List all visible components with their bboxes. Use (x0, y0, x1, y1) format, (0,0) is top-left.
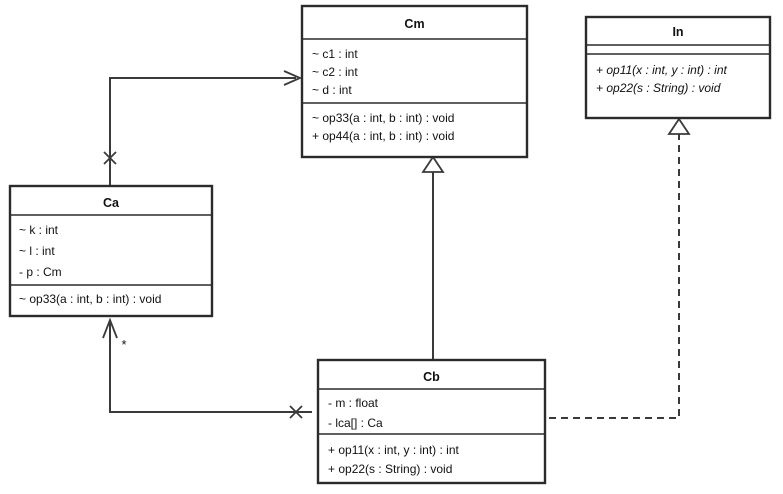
class-box-cm[interactable]: Cm ~ c1 : int ~ c2 : int ~ d : int ~ op3… (300, 4, 529, 159)
open-arrowhead-icon (283, 70, 303, 86)
non-navigable-x-icon (289, 405, 303, 419)
class-name-cm: Cm (404, 17, 424, 31)
class-frame (316, 358, 547, 485)
realization-line-cb-in (549, 133, 680, 419)
class-frame (300, 4, 529, 159)
class-frame (8, 184, 214, 318)
attribute-row: - lca[] : Ca (328, 416, 383, 430)
hollow-triangle-arrowhead-icon (667, 117, 691, 135)
attribute-row: ~ c1 : int (312, 47, 358, 61)
operation-row: ~ op33(a : int, b : int) : void (19, 292, 161, 306)
class-box-cb[interactable]: Cb - m : float - lca[] : Ca + op11(x : i… (316, 358, 547, 485)
association-line-ca-cm (109, 77, 296, 186)
open-arrowhead-icon (102, 317, 118, 339)
relationship-ca-to-cm[interactable] (103, 70, 303, 186)
relationship-cb-to-cm[interactable] (421, 155, 445, 360)
attribute-row: ~ l : int (19, 244, 55, 258)
class-name-ca: Ca (103, 196, 120, 210)
operation-row: + op11(x : int, y : int) : int (596, 63, 728, 77)
multiplicity-label: * (121, 337, 126, 352)
class-name-cb: Cb (423, 370, 440, 384)
relationship-cb-to-in[interactable] (549, 117, 691, 419)
attribute-row: ~ d : int (312, 83, 352, 97)
operation-row: + op22(s : String) : void (596, 81, 721, 95)
attribute-row: - p : Cm (19, 265, 62, 279)
operation-row: + op44(a : int, b : int) : void (312, 129, 454, 143)
relationship-cb-to-ca[interactable]: * (102, 317, 312, 419)
operation-row: + op11(x : int, y : int) : int (328, 443, 460, 457)
class-box-ca[interactable]: Ca ~ k : int ~ l : int - p : Cm ~ op33(a… (8, 184, 214, 318)
non-navigable-x-icon (103, 151, 117, 165)
operation-row: ~ op33(a : int, b : int) : void (312, 111, 454, 125)
attribute-row: - m : float (328, 396, 379, 410)
class-frame (584, 15, 772, 120)
class-box-in[interactable]: In + op11(x : int, y : int) : int + op22… (584, 15, 772, 120)
association-line-cb-ca (109, 322, 312, 413)
operation-row: + op22(s : String) : void (328, 462, 452, 476)
attribute-row: ~ k : int (19, 223, 59, 237)
class-name-in: In (672, 25, 683, 39)
attribute-row: ~ c2 : int (312, 65, 358, 79)
hollow-triangle-arrowhead-icon (421, 155, 445, 173)
